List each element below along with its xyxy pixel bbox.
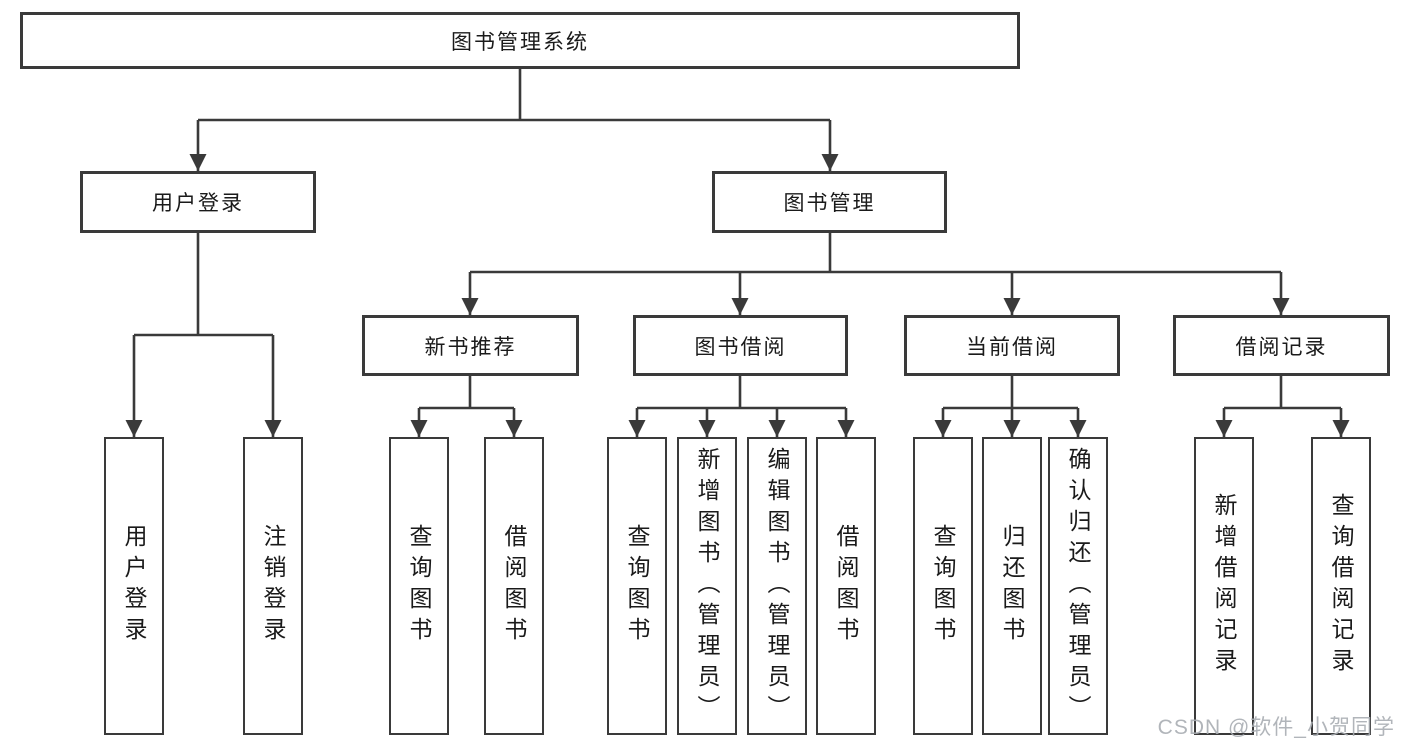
leaf-current-return-books: 归还图书 — [982, 437, 1042, 735]
node-current-borrow: 当前借阅 — [904, 315, 1120, 376]
leaf-borrow-add-books-admin: 新增图书（管理员） — [677, 437, 737, 735]
leaf-borrow-edit-books-admin: 编辑图书（管理员） — [747, 437, 807, 735]
node-book-management: 图书管理 — [712, 171, 947, 233]
node-borrow-record: 借阅记录 — [1173, 315, 1390, 376]
node-root: 图书管理系统 — [20, 12, 1020, 69]
leaf-newbook-query-books: 查询图书 — [389, 437, 449, 735]
leaf-newbook-borrow-books: 借阅图书 — [484, 437, 544, 735]
leaf-record-query: 查询借阅记录 — [1311, 437, 1371, 735]
leaf-current-query-books: 查询图书 — [913, 437, 973, 735]
csdn-watermark: CSDN @软件_小贺同学 — [1157, 716, 1395, 739]
leaf-logout: 注销登录 — [243, 437, 303, 735]
leaf-current-confirm-return-admin: 确认归还（管理员） — [1048, 437, 1108, 735]
leaf-user-login: 用户登录 — [104, 437, 164, 735]
node-new-book-recommend: 新书推荐 — [362, 315, 579, 376]
leaf-record-add: 新增借阅记录 — [1194, 437, 1254, 735]
leaf-borrow-query-books: 查询图书 — [607, 437, 667, 735]
node-user-login: 用户登录 — [80, 171, 316, 233]
leaf-borrow-borrow-books: 借阅图书 — [816, 437, 876, 735]
node-book-borrow: 图书借阅 — [633, 315, 848, 376]
